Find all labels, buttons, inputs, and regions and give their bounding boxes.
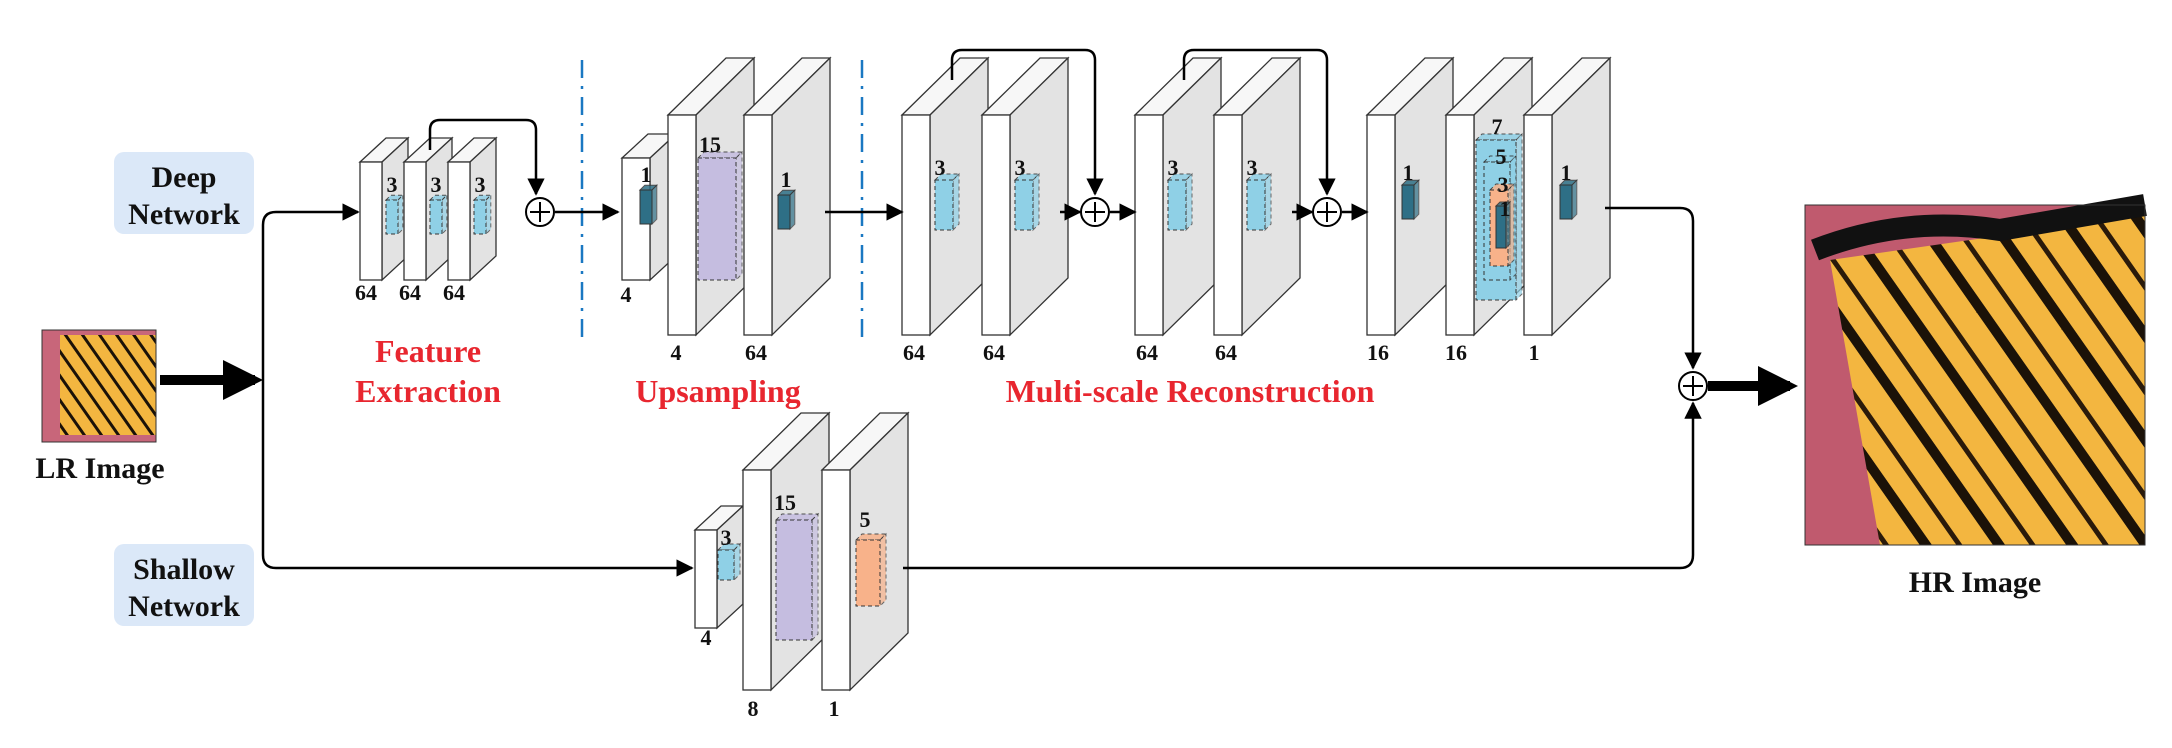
hr-image-label: HR Image	[1909, 566, 2041, 599]
multiscale-channel-3: 1	[1529, 340, 1540, 365]
upsampling-kernel-size-1: 1	[641, 162, 652, 187]
multiscale-kernel-size-6: 1	[1561, 160, 1572, 185]
shallow-channel-3: 1	[829, 696, 840, 721]
shallow-kernel-size-2: 15	[774, 490, 796, 515]
upsampling-kernel-1	[638, 183, 659, 226]
feature-kernel-3	[472, 193, 493, 236]
deep-network-label-line2: Network	[128, 198, 240, 231]
feature-kernel-size-3: 3	[475, 172, 486, 197]
recon1-channel-1: 64	[903, 340, 925, 365]
recon1-kernel-size-1: 3	[935, 155, 946, 180]
recon2-kernel-size-1: 3	[1168, 155, 1179, 180]
upsampling-channel-2: 4	[671, 340, 682, 365]
lr-image-label: LR Image	[35, 452, 164, 485]
multiscale-kernel-size-inner-1: 1	[1500, 196, 1511, 221]
deep-branch-arrow	[261, 203, 360, 380]
recon2-channel-1: 64	[1136, 340, 1158, 365]
shallow-kernel-size-1: 3	[721, 525, 732, 550]
feature-kernel-size-2: 3	[431, 172, 442, 197]
multiscale-kernel-size-1: 1	[1403, 160, 1414, 185]
sum-node-output	[1678, 371, 1708, 401]
multiscale-kernel-6	[1558, 178, 1579, 221]
feature-channel-3: 64	[443, 280, 465, 305]
multiscale-kernel-1	[1400, 178, 1421, 221]
shallow-network-badge: Shallow Network	[114, 544, 254, 626]
feature-channel-1: 64	[355, 280, 377, 305]
shallow-kernel-2	[774, 512, 820, 642]
upsampling-channel-3: 64	[745, 340, 767, 365]
upsampling-kernel-size-2: 15	[699, 132, 721, 157]
deep-network-label-line1: Deep	[152, 161, 217, 194]
upsampling-kernel-2	[696, 150, 744, 282]
shallow-channel-2: 8	[748, 696, 759, 721]
feature-channel-2: 64	[399, 280, 421, 305]
shallow-network-label-line2: Network	[128, 590, 240, 623]
shallow-kernel-1	[716, 542, 742, 582]
recon2-layer-1	[1133, 56, 1223, 337]
multiscale-layer-1	[1365, 56, 1455, 337]
multiscale-kernel-size-5: 5	[1496, 144, 1507, 169]
upsampling-kernel-size-3: 1	[781, 167, 792, 192]
recon1-channel-2: 64	[983, 340, 1005, 365]
shallow-network-label-line1: Shallow	[133, 553, 235, 586]
multiscale-kernel-size-3: 3	[1498, 172, 1509, 197]
skip-connection-recon2	[1182, 48, 1336, 196]
multiscale-kernel-size-7: 7	[1492, 114, 1503, 139]
shallow-kernel-size-3: 5	[860, 507, 871, 532]
hr-image	[1804, 194, 2147, 546]
lr-image	[41, 329, 157, 443]
skip-connection-recon1	[950, 48, 1104, 196]
sum-node-recon1	[1080, 197, 1110, 227]
upsampling-layer-3	[742, 56, 832, 337]
upsampling-kernel-3	[776, 188, 797, 231]
shallow-layer-3	[820, 411, 910, 692]
shallow-kernel-3	[854, 532, 888, 608]
deep-network-badge: Deep Network	[114, 152, 254, 234]
recon1-kernel-1	[933, 172, 961, 232]
skip-connection-feature	[428, 118, 545, 196]
multiscale-channel-2: 16	[1445, 340, 1467, 365]
recon2-kernel-size-2: 3	[1247, 155, 1258, 180]
multiscale-reconstruction-title: Multi-scale Reconstruction	[1006, 373, 1375, 409]
feature-extraction-title-line2: Extraction	[355, 373, 501, 409]
recon1-kernel-2	[1013, 172, 1041, 232]
shallow-branch-arrow	[261, 380, 694, 577]
multiscale-channel-1: 16	[1367, 340, 1389, 365]
feature-kernel-2	[428, 193, 449, 236]
multiscale-kernel-inner-1	[1494, 200, 1512, 250]
sum-node-recon2	[1312, 197, 1342, 227]
recon2-kernel-1	[1166, 172, 1194, 232]
sum-node-feature	[525, 197, 555, 227]
shallow-output-arrow	[903, 401, 1702, 570]
feature-kernel-size-1: 3	[387, 172, 398, 197]
recon2-channel-2: 64	[1215, 340, 1237, 365]
recon1-kernel-size-2: 3	[1015, 155, 1026, 180]
recon2-kernel-2	[1245, 172, 1273, 232]
upsampling-title: Upsampling	[635, 373, 800, 409]
multiscale-layer-3	[1522, 56, 1612, 337]
feature-extraction-title-line1: Feature	[375, 333, 481, 369]
upsampling-channel-1: 4	[621, 282, 632, 307]
shallow-channel-1: 4	[701, 625, 712, 650]
feature-kernel-1	[384, 193, 405, 236]
deep-output-arrow	[1605, 206, 1702, 370]
